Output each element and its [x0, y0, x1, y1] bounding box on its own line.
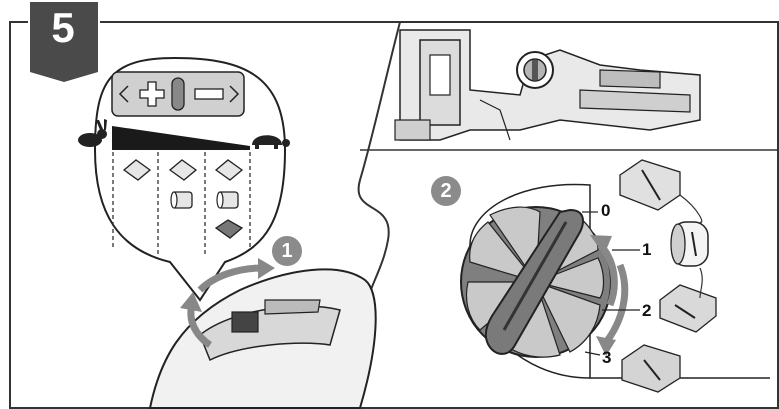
- material-icon-3: [621, 344, 681, 393]
- cylinder-icon: [216, 191, 239, 209]
- step-badge: [30, 2, 98, 82]
- dial-position-1: 1: [642, 240, 652, 259]
- material-icon-2: [659, 284, 717, 333]
- blade-thin-icon: [168, 159, 198, 181]
- rotation-arrow-upper: [197, 264, 263, 293]
- speed-thumbwheel: [231, 311, 259, 333]
- blade-thin-icon: [214, 159, 244, 181]
- blade-thin-icon: [122, 159, 152, 181]
- orbital-dial-detail: [460, 159, 770, 393]
- dial-position-2: 2: [642, 301, 652, 320]
- plus-icon: [139, 81, 165, 107]
- scroll-wheel-icon: [171, 77, 185, 111]
- rabbit-icon: [78, 119, 107, 147]
- speed-selector-bubble: [78, 56, 290, 302]
- dial-position-3: 3: [602, 348, 612, 367]
- minus-icon: [194, 88, 224, 100]
- tool-closeup-inset: [360, 21, 779, 151]
- material-icon-0: [619, 159, 681, 211]
- chevron-left-icon: [118, 85, 129, 103]
- step-number: 5: [51, 4, 75, 51]
- tool-body-lower: [148, 258, 377, 409]
- material-icon-1: [670, 221, 709, 267]
- speed-wedge: [112, 126, 250, 150]
- tile-icon: [214, 219, 244, 239]
- turtle-icon: [252, 135, 290, 149]
- dial-position-0: 0: [601, 201, 611, 220]
- cylinder-icon: [170, 191, 193, 209]
- callout-2: 2: [431, 176, 461, 206]
- chevron-right-icon: [229, 85, 240, 103]
- callout-1: 1: [272, 236, 302, 266]
- column-dividers: [112, 152, 251, 255]
